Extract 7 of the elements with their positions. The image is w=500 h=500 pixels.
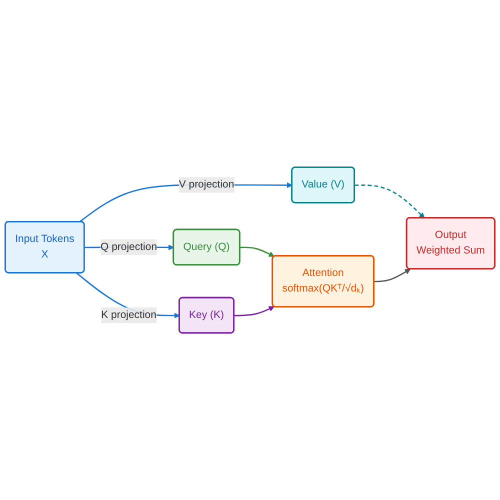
edge-label: Q projection xyxy=(100,241,158,252)
arrow xyxy=(354,184,425,218)
edge-label: K projection xyxy=(101,309,156,320)
arrow xyxy=(234,306,274,316)
arrow xyxy=(240,246,274,257)
edge-label: V projection xyxy=(178,178,234,190)
arrow xyxy=(374,268,411,282)
